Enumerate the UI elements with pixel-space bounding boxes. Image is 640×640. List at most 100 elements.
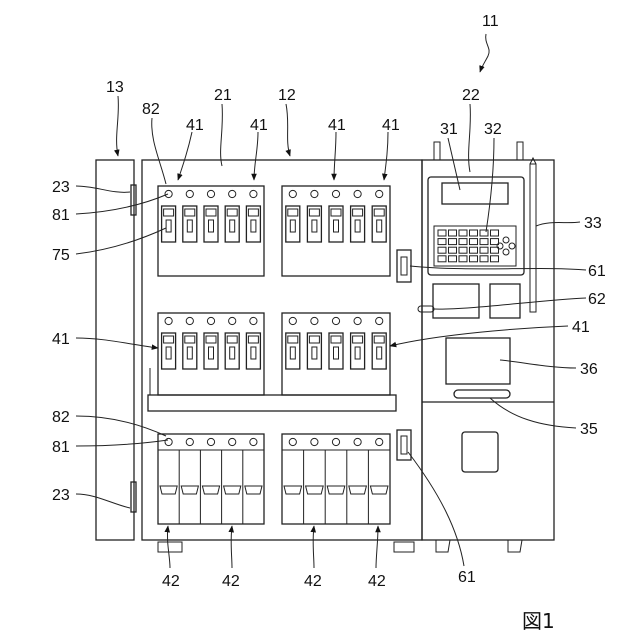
cursor-key (497, 243, 503, 249)
indicator-lamp (289, 438, 296, 445)
cassette-module-top-right (282, 186, 390, 276)
keypad-key (470, 256, 478, 262)
cassette-window (290, 347, 295, 359)
label-41-left: 41 (52, 331, 70, 348)
cassette-tab (374, 209, 384, 216)
keypad-key (459, 247, 467, 253)
cassette-tab (164, 336, 174, 343)
indicator-lamp (376, 190, 383, 197)
cassette-window (290, 220, 295, 232)
sensor-61-lower (397, 430, 411, 460)
control-cabinet (418, 142, 554, 552)
cassette-tab (164, 209, 174, 216)
label-42-2: 42 (222, 573, 240, 590)
module-frame (282, 186, 390, 276)
indicator-lamp (311, 317, 318, 324)
indicator-lamp (354, 190, 361, 197)
label-61-lower: 61 (458, 569, 476, 586)
cassette-window (377, 220, 382, 232)
label-21: 21 (214, 87, 232, 104)
side-door-panel (96, 160, 136, 540)
module-frame (158, 434, 264, 524)
figure-caption: 図1 (522, 609, 555, 633)
label-61-upper: 61 (588, 263, 606, 280)
indicator-lamp (250, 317, 257, 324)
indicator-lamp (229, 438, 236, 445)
bin-handle (284, 486, 302, 494)
label-41-top-1: 41 (186, 117, 204, 134)
indicator-lamp (354, 438, 361, 445)
cursor-key (509, 243, 515, 249)
bin-handle (349, 486, 367, 494)
cassette-window (209, 220, 214, 232)
label-12: 12 (278, 87, 296, 104)
indicator-lamp (289, 190, 296, 197)
cassette-window (230, 220, 235, 232)
cassette-window (377, 347, 382, 359)
cassette-tab (248, 209, 258, 216)
cassette-tab (185, 209, 195, 216)
keypad-key (438, 247, 446, 253)
cassette-window (312, 347, 317, 359)
cassette-window (251, 220, 256, 232)
cassette-groups (158, 186, 390, 524)
cassette-tab (331, 336, 341, 343)
label-42-1: 42 (162, 573, 180, 590)
cassette-tab (331, 209, 341, 216)
cursor-key (503, 237, 509, 243)
cassette-tab (309, 209, 319, 216)
label-33: 33 (584, 215, 602, 232)
cassette-window (334, 220, 339, 232)
label-13: 13 (106, 79, 124, 96)
label-75: 75 (52, 247, 70, 264)
indicator-lamp (186, 317, 193, 324)
cassette-tab (227, 336, 237, 343)
bin-handle (306, 486, 324, 494)
indicator-lamp (289, 317, 296, 324)
label-36: 36 (580, 361, 598, 378)
keypad-key (459, 230, 467, 236)
bin-handle (202, 486, 219, 494)
indicator-lamp (207, 190, 214, 197)
keypad-key (449, 230, 457, 236)
label-81-upper: 81 (52, 207, 70, 224)
label-23-lower: 23 (52, 487, 70, 504)
indicator-lamp (186, 438, 193, 445)
label-42-3: 42 (304, 573, 322, 590)
bin-handle (327, 486, 345, 494)
indicator-lamp (207, 317, 214, 324)
label-41-right: 41 (572, 319, 590, 336)
keypad-key (438, 256, 446, 262)
keypad-key (491, 239, 499, 245)
label-35: 35 (580, 421, 598, 438)
keypad-key (449, 247, 457, 253)
sensor-61-upper (397, 250, 411, 282)
indicator-lamp (186, 190, 193, 197)
cassette-module-bottom-right (282, 434, 390, 524)
keypad-key (449, 239, 457, 245)
keypad-key (438, 230, 446, 236)
bin-handle (181, 486, 198, 494)
cassette-window (355, 347, 360, 359)
indicator-lamp (332, 317, 339, 324)
cassette-window (187, 220, 192, 232)
cassette-tab (288, 209, 298, 216)
cassette-window (334, 347, 339, 359)
module-frame (282, 434, 390, 524)
cassette-module-top-left (158, 186, 264, 276)
indicator-lamp (332, 190, 339, 197)
label-41-top-2: 41 (250, 117, 268, 134)
keypad-key (470, 247, 478, 253)
label-41-top-4: 41 (382, 117, 400, 134)
keypad-key (480, 247, 488, 253)
cassette-tab (248, 336, 258, 343)
indicator-lamp (207, 438, 214, 445)
indicator-lamp (311, 190, 318, 197)
cassette-module-bottom-left (158, 434, 264, 524)
label-82-lower: 82 (52, 409, 70, 426)
tray-shelf (148, 368, 396, 411)
keypad-key (438, 239, 446, 245)
cassette-tab (353, 336, 363, 343)
